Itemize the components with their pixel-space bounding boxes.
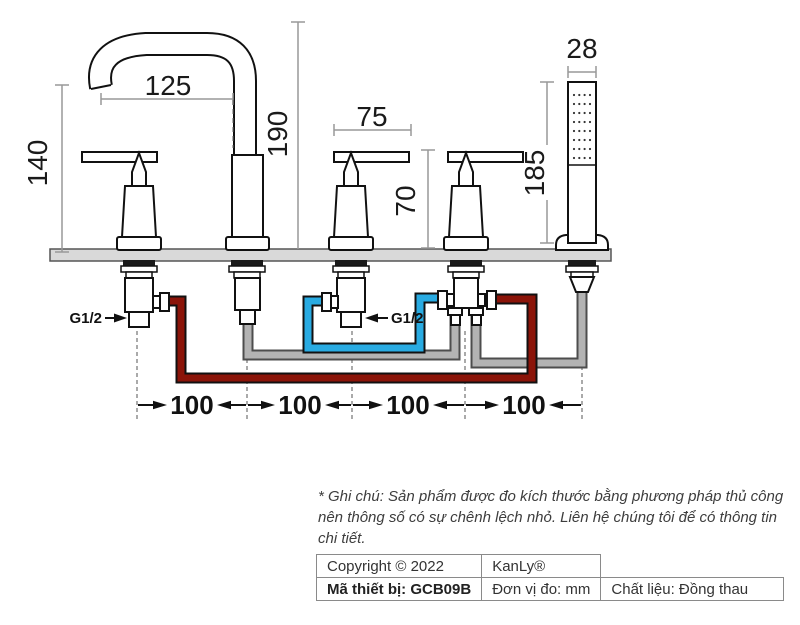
hot-side-outlet (159, 292, 170, 312)
model-cell: Mã thiết bị: GCB09B (315, 577, 483, 601)
table-row: Mã thiết bị: GCB09B Đơn vị đo: mm Chất l… (315, 577, 785, 601)
spout-outlet-tip (90, 84, 112, 90)
table-row: Copyright © 2022 KanLy® (315, 554, 784, 578)
spout-bottom-outlet (239, 309, 256, 325)
arrow-left-icon (365, 313, 378, 323)
hot-inlet (128, 311, 150, 328)
dim-handle-height: 70 (390, 185, 421, 216)
g12-right-label: G1/2 (391, 310, 424, 327)
cold-handle (321, 150, 410, 328)
technical-drawing: 125 140 190 75 70 185 28 G1/2 G1/2 100 1… (22, 21, 612, 421)
spout-supply-pipe (242, 316, 461, 361)
copyright-cell: Copyright © 2022 (315, 554, 483, 578)
spacing-4: 100 (502, 390, 545, 420)
spray-face-dots (572, 93, 592, 160)
diverter-handle (437, 150, 524, 326)
cold-handle-lever (333, 151, 410, 163)
dim-shower-height: 185 (519, 150, 550, 197)
dimension-lines (55, 21, 597, 253)
dim-shower-width: 28 (566, 33, 597, 64)
spacing-2: 100 (278, 390, 321, 420)
dim-left-height: 140 (22, 140, 53, 187)
info-table: Copyright © 2022 KanLy® Mã thiết bị: GCB… (315, 554, 785, 601)
hot-water-pipe (166, 293, 538, 384)
material-cell: Chất liệu: Đồng thau (600, 577, 785, 601)
dim-spout-reach: 125 (145, 70, 192, 101)
hot-handle (81, 150, 170, 328)
diverter-spout-outlet (450, 314, 461, 326)
spacing-arrowheads (153, 400, 563, 410)
empty-cell (601, 555, 784, 578)
shower-wand (567, 81, 597, 244)
hand-shower (555, 81, 609, 293)
arrow-right-icon (114, 313, 127, 323)
diverter-left-inlet (437, 290, 448, 310)
cold-side-outlet (321, 292, 332, 312)
cold-water-pipe (302, 292, 441, 354)
spacing-1: 100 (170, 390, 213, 420)
dim-lever-length: 75 (356, 101, 387, 132)
measurement-note: * Ghi chú: Sản phẩm được đo kích thước b… (318, 488, 784, 547)
diverter-lever (447, 151, 524, 163)
g12-right-callout: G1/2 (365, 310, 424, 327)
diverter-right-inlet (486, 290, 497, 310)
unit-cell: Đơn vị đo: mm (481, 577, 602, 601)
spout (88, 32, 270, 325)
brand-cell: KanLy® (481, 554, 602, 578)
g12-left-label: G1/2 (69, 310, 102, 327)
spacing-3: 100 (386, 390, 429, 420)
shower-hose-connector (568, 276, 596, 293)
g12-left-callout: G1/2 (69, 310, 127, 327)
diverter-shower-outlet (471, 314, 482, 326)
cold-inlet (340, 311, 362, 328)
dim-spout-height: 190 (262, 111, 293, 158)
hot-handle-lever (81, 151, 158, 163)
